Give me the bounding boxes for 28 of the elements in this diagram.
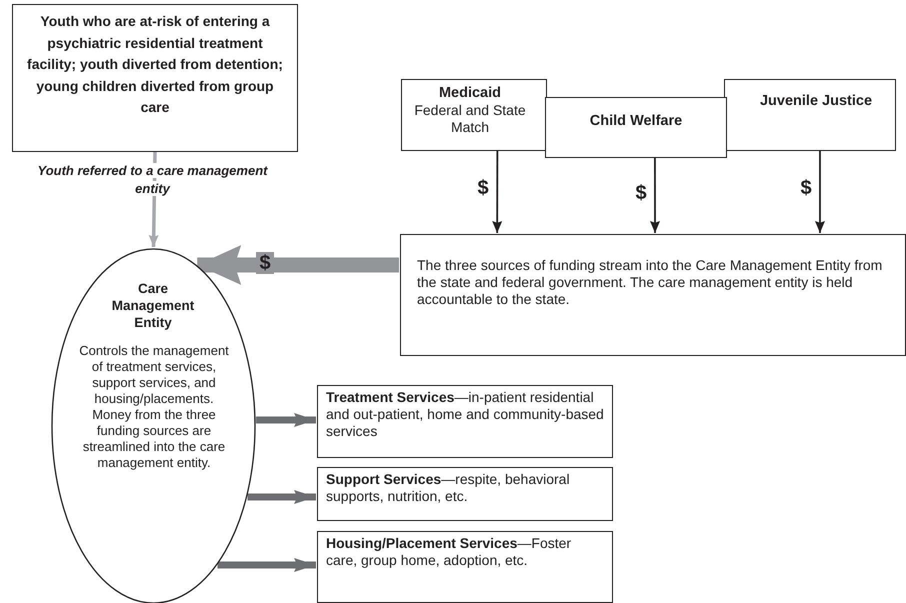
subtitle-text: Federal and State Match [413,102,527,136]
box-text: Child Welfare [588,112,684,130]
arrow [492,151,502,233]
text-box [317,531,613,603]
arrow [256,413,316,427]
text-box [317,467,613,521]
edge-label: Youth referred to a care management entity [36,162,269,198]
text-box [545,97,727,158]
box-text: Housing/Placement Services—Foster care, group home, adoption, etc. [326,535,572,569]
arrow [197,245,399,285]
box-text: The three sources of funding stream into the Care Management Entity from the state and federal government. The care management entity is held accountable to the state. [417,257,884,308]
text-box [724,79,896,151]
box-text: Youth who are at-risk of entering a psychiatric residential treatment facility; youth diverted from detention; young children diverted from group care [26,12,284,117]
text-box [317,385,613,458]
arrow [218,558,316,572]
edge-label: $ [256,252,274,274]
heading-text: Care Management Entity [110,280,196,331]
box-text: Support Services—respite, behavioral supports, nutrition, etc. [326,471,571,505]
description-text: Controls the management of treatment services, support services, and housing/placements. Money from the three funding sources are streamlined into the care management entity. [79,343,229,471]
text-box [401,79,547,151]
arrow [650,158,660,233]
box-text: Treatment Services—in-patient residential and out-patient, home and community-based services [326,389,604,440]
arrow [814,151,825,233]
text-box [12,4,298,152]
text-box [400,234,906,356]
heading-text: Medicaid [438,84,502,102]
box-text: Juvenile Justice [758,92,874,110]
arrow [248,490,316,504]
